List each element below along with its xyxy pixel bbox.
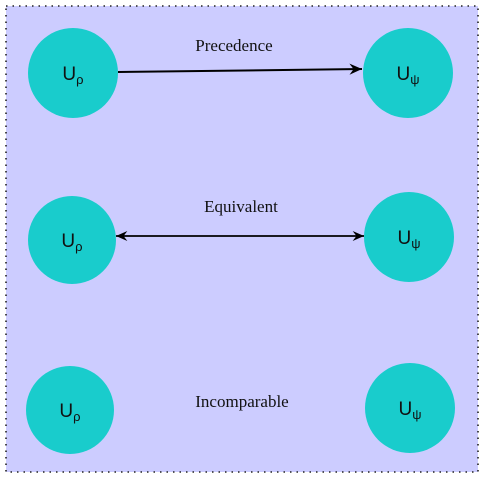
node-u-rho-label: Uρ <box>61 231 82 254</box>
node-u-rho <box>28 196 116 284</box>
relation-row-equivalent: Uρ Uψ Equivalent <box>28 192 454 284</box>
node-u-psi <box>365 363 455 453</box>
node-u-psi <box>363 28 453 118</box>
incomparable-label: Incomparable <box>195 392 288 411</box>
precedence-arrow <box>117 63 363 75</box>
node-u-psi <box>364 192 454 282</box>
precedence-label: Precedence <box>195 36 272 55</box>
node-u-psi-label: Uψ <box>398 399 421 422</box>
node-u-rho-label: Uρ <box>62 64 83 87</box>
node-u-rho-label: Uρ <box>59 401 80 424</box>
relation-row-precedence: Uρ Uψ Precedence <box>28 28 453 118</box>
equivalent-label: Equivalent <box>204 197 278 216</box>
node-u-psi-label: Uψ <box>397 228 420 251</box>
node-u-psi-label: Uψ <box>396 64 419 87</box>
relation-row-incomparable: Uρ Uψ Incomparable <box>26 363 455 454</box>
node-u-rho <box>28 28 118 118</box>
node-u-rho <box>26 366 114 454</box>
